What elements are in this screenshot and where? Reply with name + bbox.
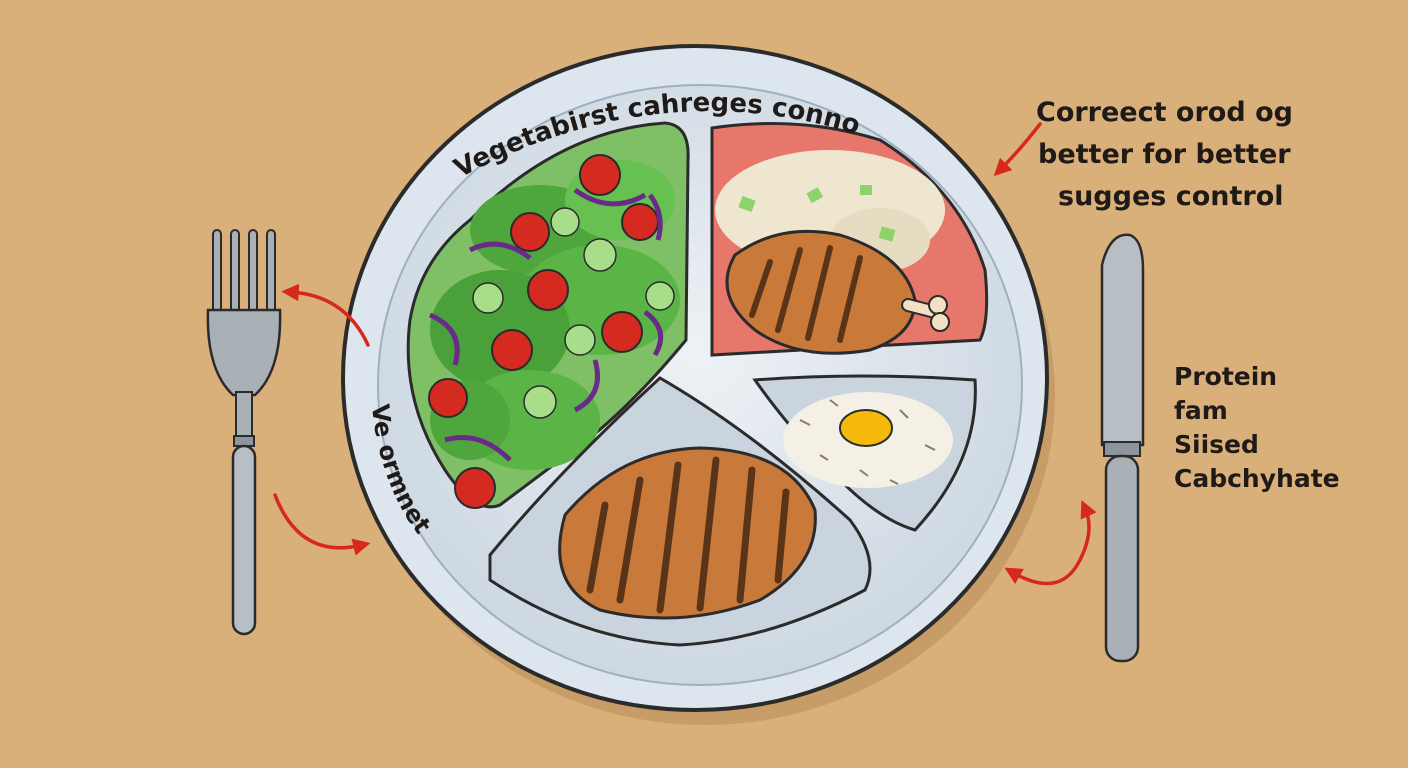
callout-right: Protein fam Siised Cabchyhate bbox=[1174, 360, 1340, 496]
callout-top-line-3: sugges control bbox=[1058, 181, 1284, 212]
knife-icon bbox=[1100, 233, 1145, 663]
salad bbox=[428, 154, 680, 509]
chicken-drumstick bbox=[725, 229, 950, 355]
callout-right-line-1: Protein bbox=[1174, 362, 1278, 391]
callout-right-line-3: Siised bbox=[1174, 430, 1259, 459]
callout-top-line-2: better for better bbox=[1038, 139, 1291, 170]
callout-right-line-4: Cabchyhate bbox=[1174, 464, 1340, 493]
grilled-chicken-breast bbox=[558, 446, 817, 620]
rice-with-egg bbox=[783, 392, 953, 488]
callout-arrows bbox=[273, 122, 1097, 586]
callout-right-line-2: fam bbox=[1174, 396, 1228, 425]
callout-top-line-1: Correect orod og bbox=[1036, 97, 1293, 128]
callout-top: Correect orod og better for better sugge… bbox=[1036, 92, 1293, 218]
fork-icon bbox=[206, 229, 282, 636]
